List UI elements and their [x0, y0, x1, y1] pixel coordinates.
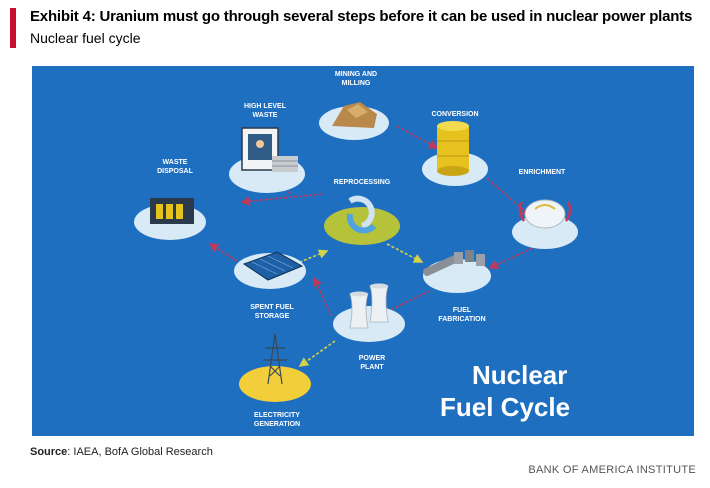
centrifuge-icon	[524, 199, 566, 229]
diagram-title-line2: Fuel Cycle	[440, 392, 570, 422]
node-electricity: ELECTRICITY GENERATION	[239, 333, 311, 428]
recycle-icon	[348, 195, 375, 229]
accent-bar	[10, 8, 16, 48]
fuel-rod-icon	[423, 253, 461, 277]
label-spent-fuel-1: SPENT FUEL	[250, 304, 294, 311]
node-waste-disposal: WASTE DISPOSAL	[134, 159, 206, 240]
arrow-enrichment-to-fabrication	[488, 245, 538, 269]
label-electricity-2: GENERATION	[254, 421, 300, 428]
label-high-level-waste-2: WASTE	[253, 112, 278, 119]
pylon-icon	[263, 333, 287, 385]
storage-pool-icon	[242, 251, 304, 281]
node-fabrication: FUEL FABRICATION	[423, 250, 491, 323]
barrel-icon	[437, 126, 469, 171]
arrow-storage-to-disposal	[208, 243, 238, 262]
label-waste-disposal-2: DISPOSAL	[157, 168, 194, 175]
fuel-cycle-diagram: MINING AND MILLING CONVERSION ENRICHMENT	[32, 66, 694, 436]
node-enrichment: ENRICHMENT	[512, 169, 578, 249]
node-spent-fuel: SPENT FUEL STORAGE	[234, 251, 306, 320]
source-text: : IAEA, BofA Global Research	[67, 446, 213, 458]
label-fabrication-1: FUEL	[453, 307, 472, 314]
label-spent-fuel-2: STORAGE	[255, 313, 290, 320]
cooling-tower-icon	[349, 293, 369, 329]
node-high-level-waste: HIGH LEVEL WASTE	[229, 103, 305, 193]
label-reprocessing: REPROCESSING	[334, 179, 391, 186]
arrow-reprocessing-to-disposal	[240, 193, 323, 206]
node-conversion: CONVERSION	[422, 111, 488, 186]
label-waste-disposal-1: WASTE	[163, 159, 188, 166]
footer-brand: BANK OF AMERICA INSTITUTE	[528, 464, 696, 476]
label-power-plant-2: PLANT	[360, 364, 384, 371]
node-mining: MINING AND MILLING	[319, 71, 389, 140]
label-high-level-waste-1: HIGH LEVEL	[244, 103, 287, 110]
arrow-mining-to-conversion	[396, 125, 439, 149]
diagram-title-line1: Nuclear	[472, 360, 567, 390]
label-fabrication-2: FABRICATION	[438, 316, 485, 323]
label-conversion: CONVERSION	[431, 111, 478, 118]
label-electricity-1: ELECTRICITY	[254, 412, 300, 419]
arrow-plant-to-storage	[313, 276, 333, 317]
label-mining-1: MINING AND	[335, 71, 377, 78]
label-mining-2: MILLING	[342, 80, 371, 87]
source-label: Source	[30, 446, 68, 458]
node-power-plant: POWER PLANT	[333, 283, 405, 371]
arrow-reprocessing-to-fabrication	[386, 243, 424, 263]
label-enrichment: ENRICHMENT	[519, 169, 566, 176]
arrow-conversion-to-enrichment	[486, 177, 532, 218]
label-power-plant-1: POWER	[359, 355, 385, 362]
node-reprocessing: REPROCESSING	[324, 179, 400, 245]
arrow-plant-to-electricity	[298, 340, 336, 367]
exhibit-title: Exhibit 4: Uranium must go through sever…	[30, 8, 693, 25]
exhibit-subtitle: Nuclear fuel cycle	[30, 30, 141, 46]
source-note: Source: IAEA, BofA Global Research	[30, 446, 213, 458]
cycle-arrows	[208, 125, 538, 317]
